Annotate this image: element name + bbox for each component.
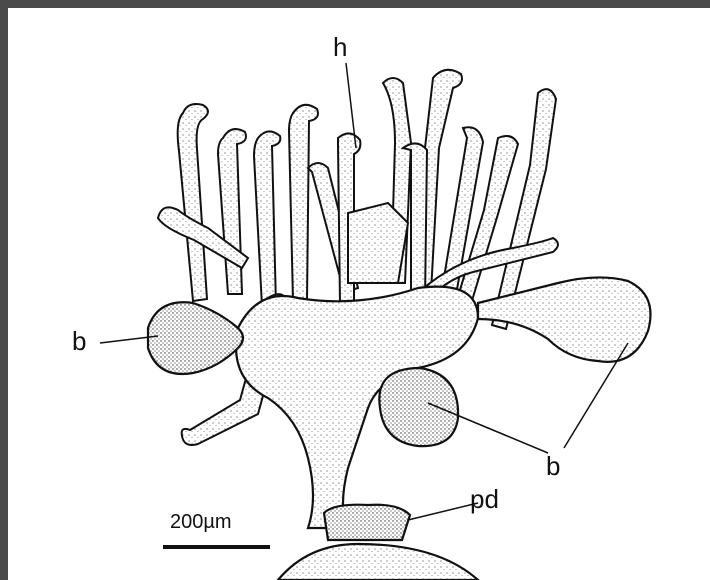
tentacle — [254, 131, 280, 306]
bud-center — [379, 368, 458, 446]
hypostome-area — [348, 203, 408, 283]
hydroid-illustration — [8, 8, 710, 580]
hypostome — [348, 203, 408, 283]
label-peduncle: pd — [470, 486, 499, 512]
tentacle — [178, 104, 208, 301]
leader-peduncle — [408, 503, 478, 520]
label-bud-left: b — [72, 328, 86, 354]
figure-panel: h b b pd 200µm — [8, 8, 710, 580]
label-hypostome: h — [333, 34, 347, 60]
tentacle — [289, 105, 318, 301]
peduncle — [324, 505, 410, 540]
label-bud-right: b — [546, 453, 560, 479]
scale-bar-label: 200µm — [170, 512, 232, 532]
tentacle — [218, 129, 246, 294]
bud-left — [148, 302, 243, 374]
substrate — [278, 544, 478, 580]
